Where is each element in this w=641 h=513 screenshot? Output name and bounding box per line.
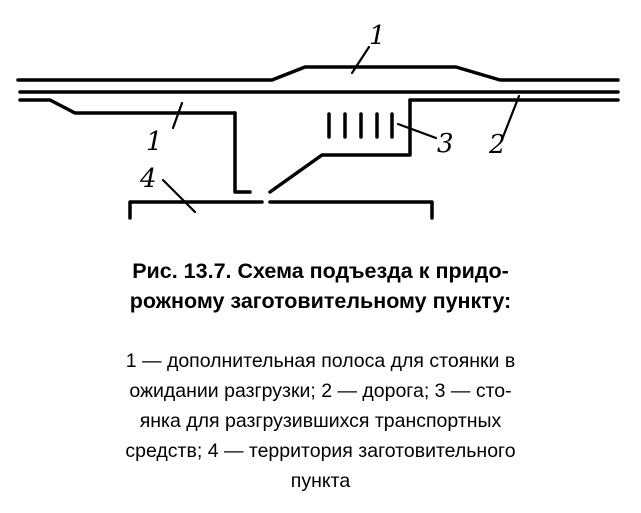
road-upper-edge [16,65,620,82]
access-left-wall [233,111,252,194]
figure-caption-legend: 1 — дополнительная полоса для стоянки в … [20,346,621,496]
caption-legend-line-4: средств; 4 — территория заготовительного [125,440,516,462]
caption-title-line-2: рожному заготовительному пункту: [129,289,512,313]
caption-title-line-1: Рис. 13.7. Схема подъезда к придо- [132,259,509,283]
leader-3 [396,122,438,140]
callout-label-4: 4 [139,164,157,194]
parking-area-outline [268,98,412,194]
leader-1-top [350,45,371,75]
leader-2 [501,94,521,139]
callout-label-2: 2 [488,130,506,160]
figure-caption-title: Рис. 13.7. Схема подъезда к придо- рожно… [20,256,621,316]
leader-1-left [171,101,184,130]
waiting-lane-left [18,98,237,115]
road-access-diagram: 1 1 2 3 4 [0,0,641,240]
site-boundary-right [268,200,434,220]
caption-legend-line-2: ожидании разгрузки; 2 — дорога; 3 — сто- [129,380,512,402]
caption-legend-line-1: 1 — дополнительная полоса для стоянки в [125,350,516,372]
callout-label-1-top: 1 [369,21,386,51]
caption-legend-line-5: пункта [290,470,351,492]
callout-label-3: 3 [437,129,454,159]
callout-label-1-left: 1 [146,127,163,157]
caption-legend-line-3: янка для разгрузившихся транспортных [139,410,502,432]
site-boundary-left [128,200,264,220]
leader-4 [161,178,197,214]
